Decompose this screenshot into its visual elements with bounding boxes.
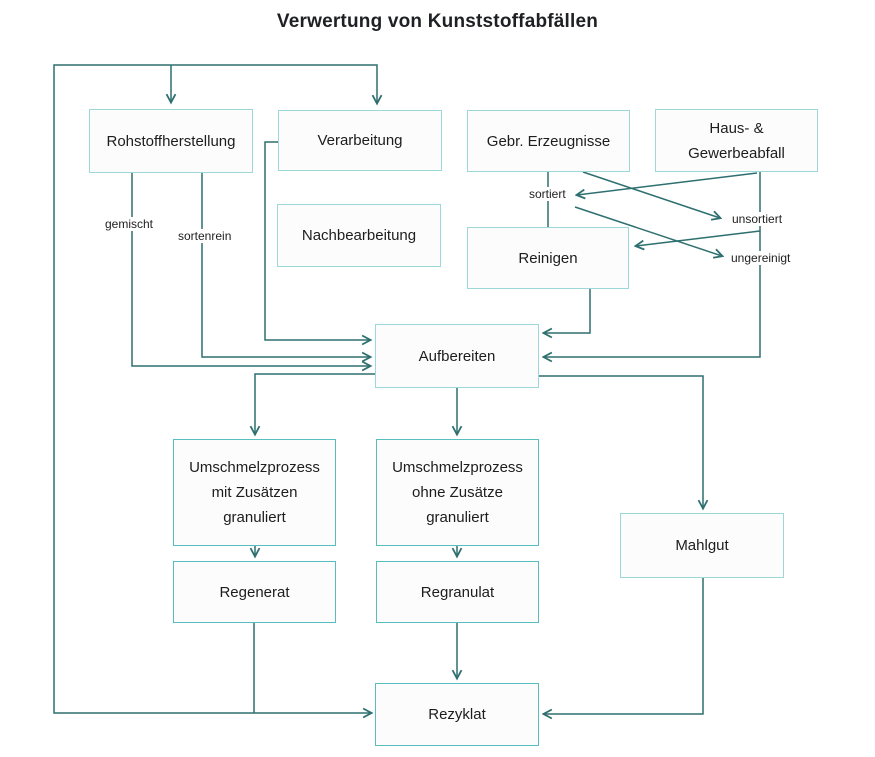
edge-mahlgut-rezyklat <box>544 578 704 714</box>
node-umschmelzprozess-mit-zusaetzen: Umschmelzprozess mit Zusätzen granuliert <box>173 439 336 546</box>
node-rezyklat: Rezyklat <box>375 683 539 746</box>
node-haus-gewerbeabfall-label: Haus- & Gewerbeabfall <box>688 119 785 162</box>
node-gebr-erzeugnisse: Gebr. Erzeugnisse <box>467 110 630 172</box>
node-reinigen: Reinigen <box>467 227 629 289</box>
node-rezyklat-label: Rezyklat <box>428 706 486 723</box>
edge-feedback-loop-verarbeitung <box>53 64 377 714</box>
node-verarbeitung: Verarbeitung <box>278 110 442 171</box>
node-regranulat-label: Regranulat <box>420 583 495 601</box>
node-rohstoffherstellung: Rohstoffherstellung <box>89 109 253 173</box>
node-regenerat-label: Regenerat <box>219 583 290 601</box>
edge-haus-aufbereiten <box>544 172 761 357</box>
node-mahlgut: Mahlgut <box>620 513 784 578</box>
node-rohstoffherstellung-label: Rohstoffherstellung <box>106 132 236 150</box>
edge-haus-sortiert <box>577 172 758 195</box>
node-nachbearbeitung-label: Nachbearbeitung <box>301 227 417 244</box>
node-nachbearbeitung: Nachbearbeitung <box>277 204 441 267</box>
node-reinigen-label: Reinigen <box>518 249 578 267</box>
edge-aufbereiten-mahlgut <box>539 375 703 508</box>
node-umschmelzprozess-ohne-zusaetze: Umschmelzprozess ohne Zusätze granuliert <box>376 439 539 546</box>
edge-reinigen-aufbereiten <box>544 289 591 333</box>
node-aufbereiten-label: Aufbereiten <box>418 347 496 365</box>
node-mahlgut-label: Mahlgut <box>675 537 729 554</box>
edge-gebr-unsortiert <box>582 171 720 218</box>
edge-sortiert-ungereinigt <box>574 206 722 256</box>
edge-label-sortenrein: sortenrein <box>176 229 234 243</box>
edge-verarbeitung-aufbereiten <box>264 141 370 340</box>
edge-rohstoff-gemischt-aufbereiten <box>131 173 370 366</box>
node-regenerat: Regenerat <box>173 561 336 623</box>
node-regranulat: Regranulat <box>376 561 539 623</box>
diagram-title: Verwertung von Kunststoffabfällen <box>276 11 599 32</box>
node-umschmelzprozess-ohne-zusaetze-label: Umschmelzprozess ohne Zusätze granuliert <box>392 459 523 526</box>
edge-label-ungereinigt: ungereinigt <box>729 251 793 265</box>
edge-aufbereiten-umschmelz-mit <box>255 373 375 434</box>
edge-haus-reinigen <box>636 230 761 246</box>
edge-label-unsortiert: unsortiert <box>730 212 785 226</box>
edge-label-gemischt: gemischt <box>103 217 156 231</box>
node-gebr-erzeugnisse-label: Gebr. Erzeugnisse <box>486 132 611 150</box>
node-umschmelzprozess-mit-zusaetzen-label: Umschmelzprozess mit Zusätzen granuliert <box>189 459 320 526</box>
node-verarbeitung-label: Verarbeitung <box>317 132 403 149</box>
node-aufbereiten: Aufbereiten <box>375 324 539 388</box>
edge-label-sortiert: sortiert <box>527 187 568 201</box>
node-haus-gewerbeabfall: Haus- & Gewerbeabfall <box>655 109 818 172</box>
